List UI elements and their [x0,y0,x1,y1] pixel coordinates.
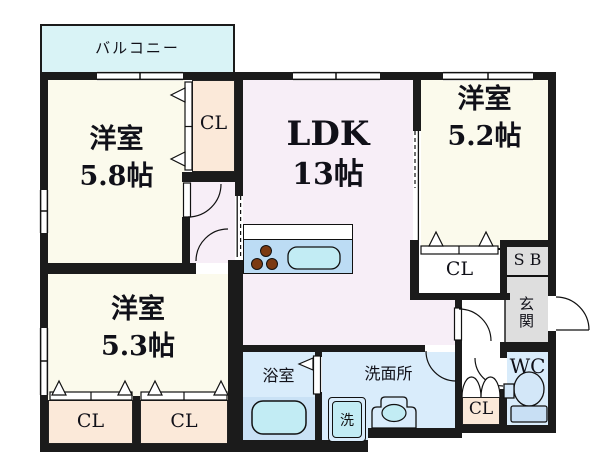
wall-ldk-closet1 [235,72,243,172]
wall-mid-vertical [228,260,243,444]
stove-burners-icon [251,245,278,270]
closet1-door [169,81,193,171]
entrance-floor [505,277,548,345]
washing-machine: 洗 [328,397,366,442]
bedroom2-floor [421,80,548,250]
closet4-floor [48,400,133,444]
wall-ldk-hall1 [235,168,243,196]
wall-bath-div-b [315,392,322,440]
wall-under-closet1 [182,172,243,182]
wall-hall-stub-a [455,297,462,308]
wc-label: WC [509,354,546,378]
wall-cl3-bottom [455,425,505,433]
bedroom2-label: 洋室 5.2帖 [421,82,548,155]
wall-right [548,72,556,433]
window-bedroom1-left [39,190,49,233]
wall-bedroom1-bedroom3 [40,263,196,274]
shoebox-divider-line [507,275,548,277]
wall-wc-left-b [500,389,507,425]
bedroom3-label: 洋室 5.3帖 [48,292,228,365]
ldk-size: 13帖 [292,157,364,192]
wall-bath-div-a [315,345,322,357]
bathroom-floor [242,352,315,397]
sliding-door-hall1-ldk [235,196,243,257]
washroom-label: 洗面所 [364,364,413,383]
window-bedroom1-top [97,71,183,81]
wall-left [40,72,48,452]
front-door [548,296,590,331]
closet2-door [420,230,499,255]
door-bedroom1 [182,182,222,218]
closet3-folding-door [461,376,501,398]
ldk-floor-lower [406,300,455,345]
bedroom1-floor [48,80,185,263]
wall-hall-stub-b [455,340,462,352]
wall-closet2-bottom [410,293,510,300]
window-ldk-top [293,71,380,81]
bedroom3-size: 5.3帖 [101,331,175,362]
ldk-label: LDK 13帖 [243,112,413,194]
closet4-label: CL [76,410,105,432]
washbasin-icon [371,396,417,429]
wall-wc-left-a [500,352,507,358]
closet3-floor [462,397,500,425]
ldk-name: LDK [286,114,370,154]
closet2-label: CL [445,258,474,280]
closet5-label: CL [170,410,198,432]
door-bedroom3 [195,228,229,262]
wall-sink-bottom [368,428,462,438]
closet3-label: CL [468,399,494,419]
closet5-door [140,379,229,401]
washing-machine-label: 洗 [332,401,362,438]
bathroom-label: 浴室 [262,366,295,385]
sliding-door-ldk-bedroom2 [413,131,421,240]
wall-closet45-divider [133,396,140,452]
bathroom-folding-door [297,355,322,395]
wall-shoebox-left [500,240,507,300]
wall-bath-bottom [227,440,368,452]
wall-washroom-right [455,352,462,430]
wall-entrance-wc [500,342,556,352]
closet1-floor [192,80,235,172]
window-bedroom3-left [39,328,49,395]
wall-closet2-left [410,240,419,300]
wall-ldk-bedroom2 [413,72,421,131]
bedroom2-name: 洋室 [457,84,512,115]
window-bedroom2-top [443,71,533,81]
closet2-floor [419,252,500,293]
bedroom2-size: 5.2帖 [447,121,522,152]
wall-shoebox-top [500,240,552,247]
bedroom1-label: 洋室 5.8帖 [48,122,185,195]
wall-wc-bottom [500,425,556,433]
bedroom3-floor [48,274,228,400]
kitchen-sink-icon [287,246,341,270]
shoebox-label: S B [513,250,542,269]
door-washroom [425,350,457,382]
closet1-label: CL [199,112,228,134]
ldk-floor [243,80,413,345]
entrance-label: 玄関 [517,296,535,330]
toilet-icon [503,371,548,423]
bedroom3-name: 洋室 [111,294,165,325]
wall-bath-top [228,345,425,352]
bathtub-icon [251,400,307,435]
balcony-label: バルコニー [95,39,180,57]
door-ldk-entry-hall [453,307,492,342]
wall-bedroom1-hall [182,217,190,274]
bedroom1-size: 5.8帖 [79,161,154,192]
bedroom1-name: 洋室 [89,124,144,155]
shoebox-floor [507,247,548,275]
closet4-door [49,379,133,401]
